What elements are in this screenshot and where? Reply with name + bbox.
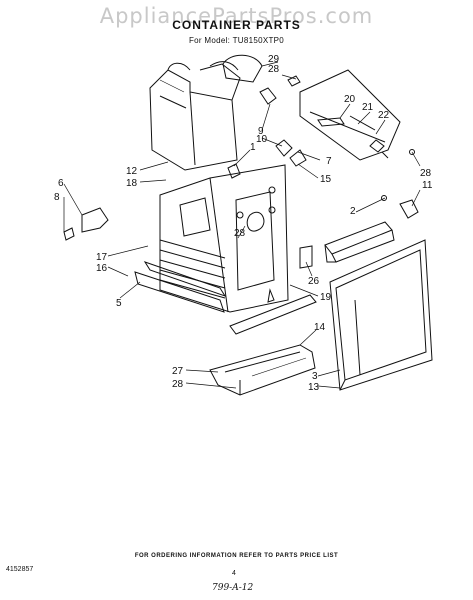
callout-28: 28	[172, 379, 184, 390]
handwritten-note: 799-A-12	[212, 583, 254, 593]
latch-drawing	[299, 245, 313, 269]
watermark: AppliancePartsPros.com	[99, 4, 374, 28]
callout-12: 12	[126, 166, 138, 177]
model-subtitle: For Model: TU8150XTP0	[188, 36, 285, 45]
page-number: 4	[232, 570, 236, 577]
callout-11: 11	[422, 180, 433, 191]
cabinet-frame-drawing	[159, 164, 289, 313]
diagram-title: CONTAINER PARTS	[172, 18, 301, 32]
callout-7: 7	[326, 156, 332, 167]
document-part-number: 4152857	[6, 566, 34, 573]
callout-18: 18	[126, 178, 138, 189]
callout-27: 27	[172, 366, 184, 377]
callout-13: 13	[308, 382, 320, 393]
callout-2: 2	[350, 206, 356, 217]
callout-22: 22	[378, 110, 390, 121]
callout-28: 28	[234, 228, 246, 239]
top-lid-drawing	[222, 54, 301, 105]
callout-8: 8	[54, 192, 60, 203]
callout-5: 5	[116, 298, 122, 309]
door-bar-drawing	[324, 221, 395, 263]
callout-labels: 29 28 9 10 20 21 22 1 7 28 11 12 18 15 6…	[54, 54, 433, 393]
callout-9: 9	[258, 126, 264, 137]
callout-28: 28	[268, 64, 280, 75]
callout-29: 29	[268, 54, 280, 65]
callout-6: 6	[58, 178, 64, 189]
right-hardware-drawing	[381, 149, 419, 219]
callout-17: 17	[96, 252, 108, 263]
callout-14: 14	[314, 322, 326, 333]
ordering-info-footer: FOR ORDERING INFORMATION REFER TO PARTS …	[134, 553, 339, 559]
callout-21: 21	[362, 102, 374, 113]
top-bracket-drawing	[299, 69, 401, 161]
callout-15: 15	[320, 174, 332, 185]
door-frame-drawing	[329, 239, 433, 391]
leader-lines	[63, 61, 421, 389]
callout-1: 1	[250, 142, 256, 153]
callout-20: 20	[344, 94, 356, 105]
slide-rails-drawing	[134, 261, 317, 335]
left-bracket-drawing	[63, 207, 109, 241]
callout-16: 16	[96, 263, 108, 274]
callout-10: 10	[256, 134, 268, 145]
callout-19: 19	[320, 292, 332, 303]
small-brackets-drawing	[227, 139, 307, 179]
callout-3: 3	[312, 371, 318, 382]
callout-26: 26	[308, 276, 320, 287]
container-bag-drawing	[149, 61, 241, 171]
callout-28: 28	[420, 168, 432, 179]
drawer-handle-drawing	[209, 344, 316, 396]
